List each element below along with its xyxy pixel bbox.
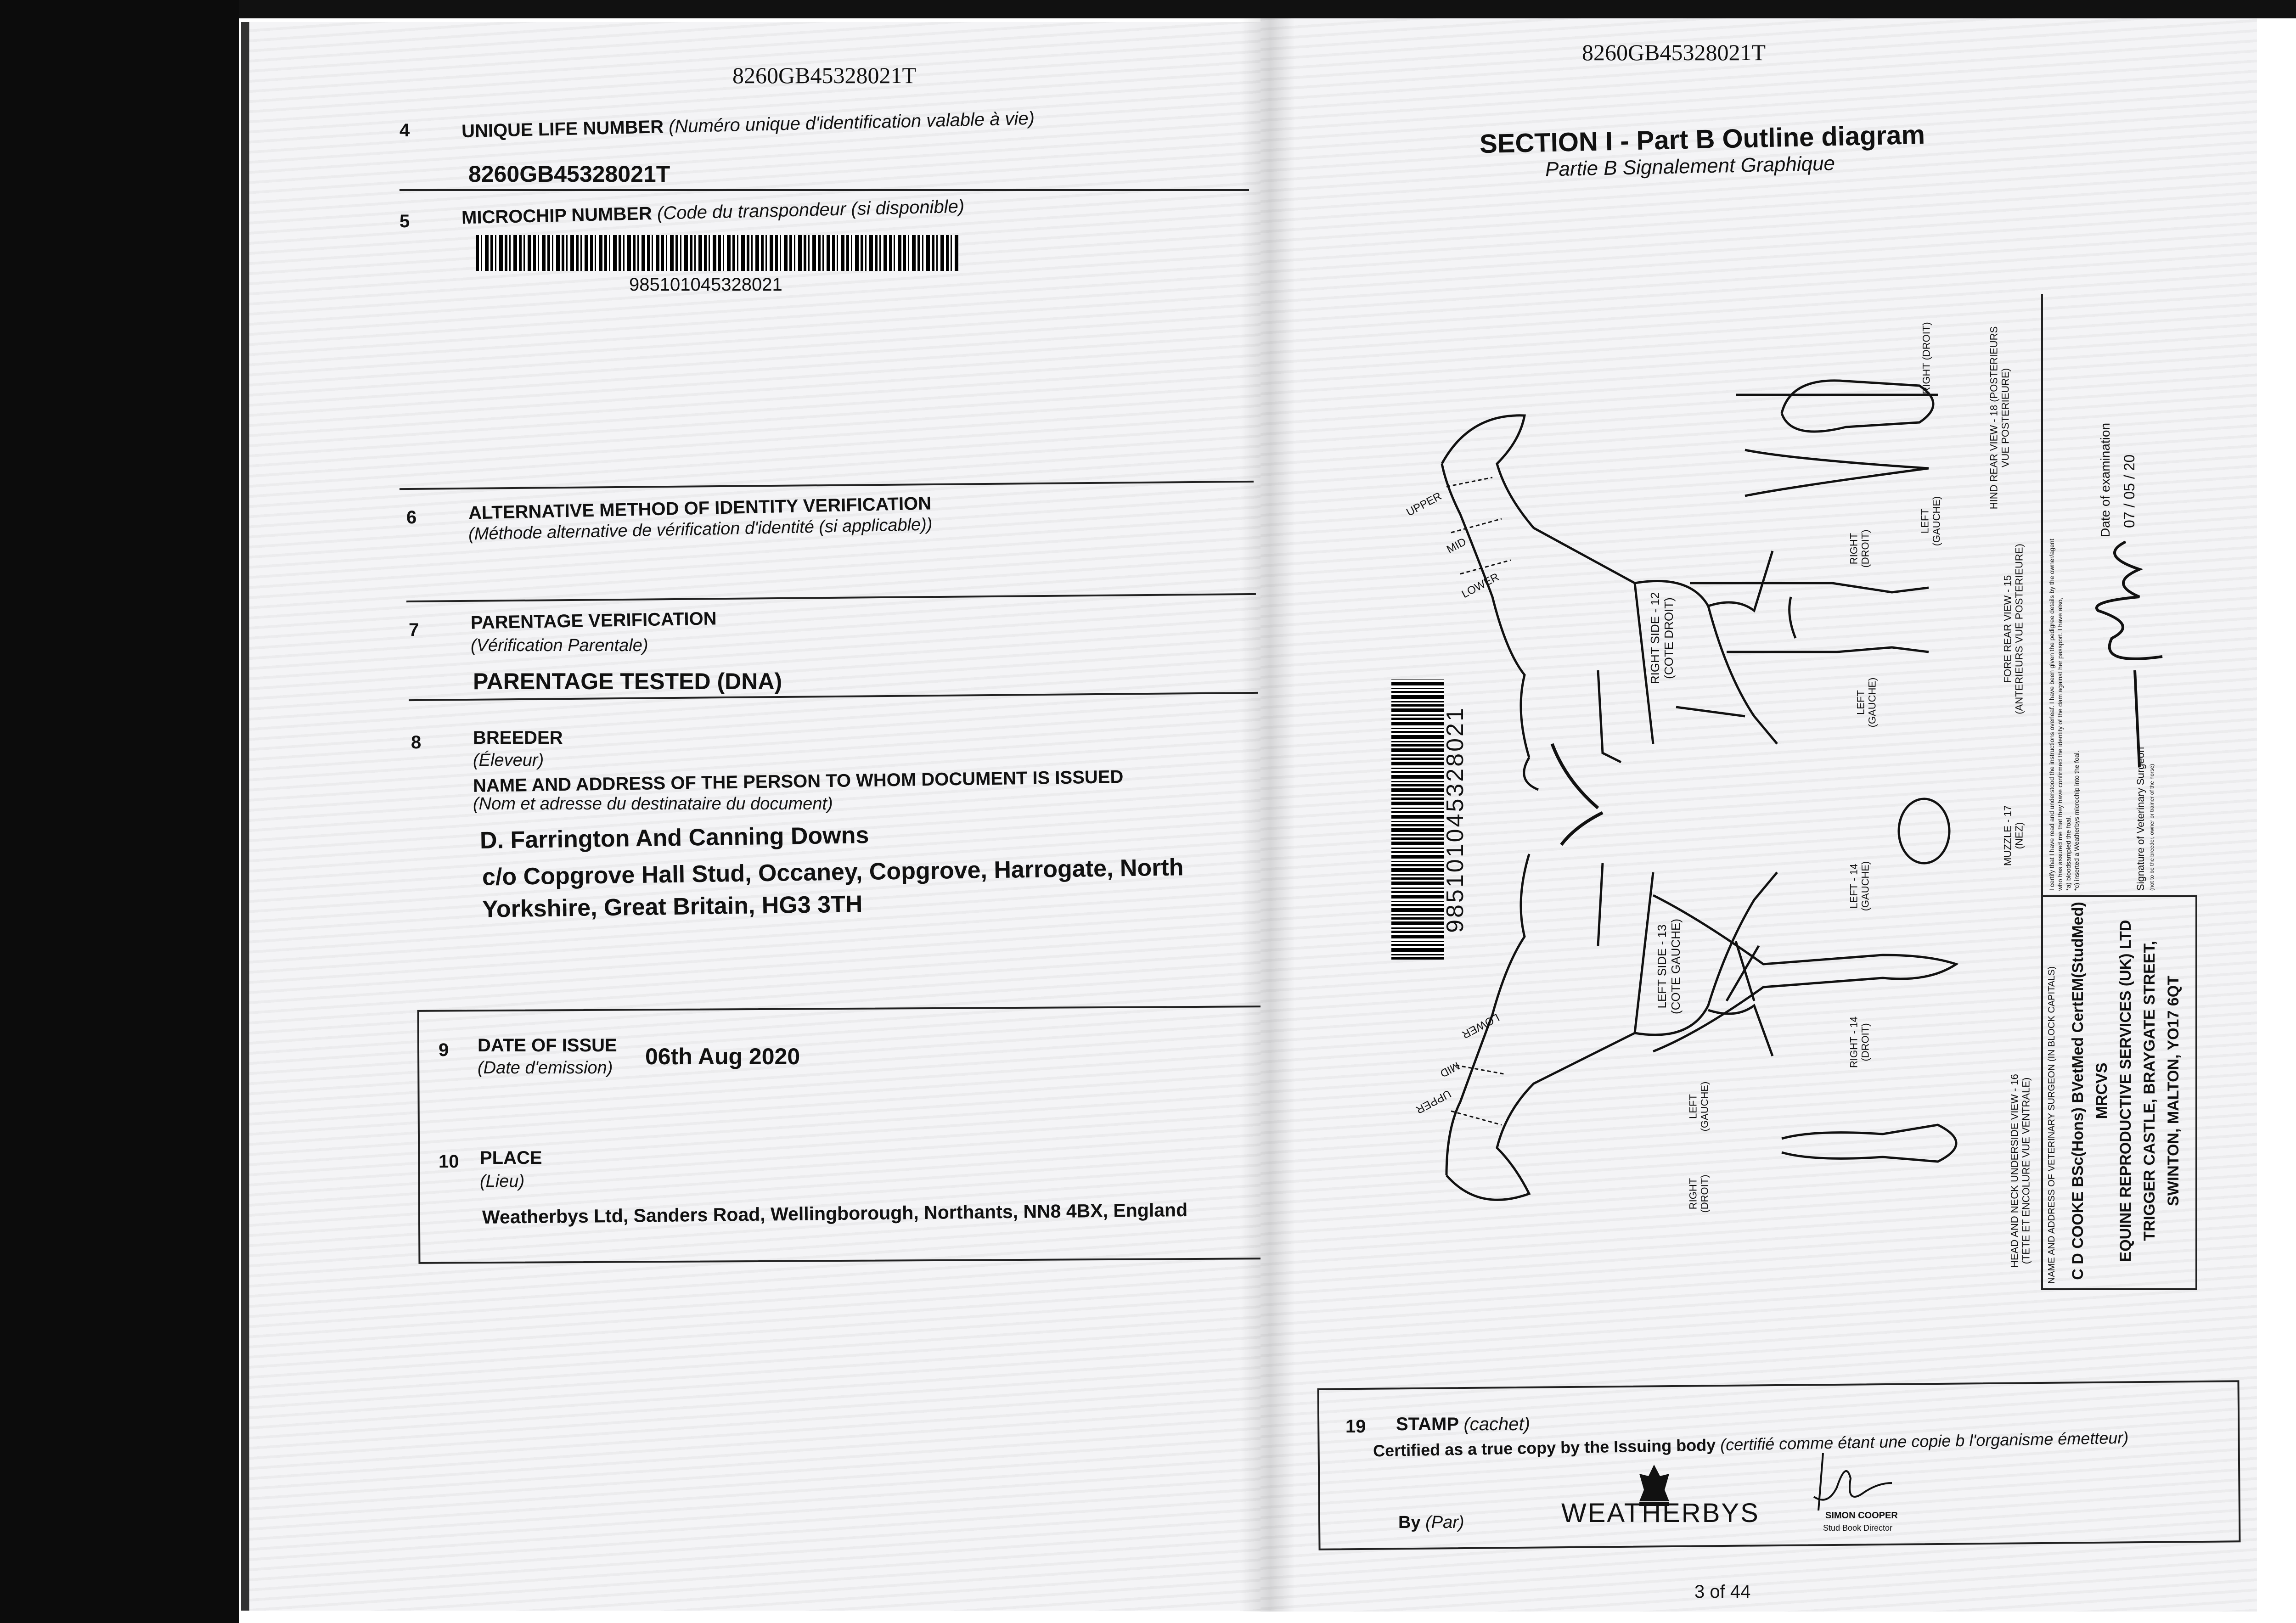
neck-divider-lines	[1446, 477, 1511, 1126]
vet-address-2: SWINTON, MALTON, YO17 6QT	[2165, 976, 2182, 1206]
diagram-label-left-side: LEFT SIDE - 13 (COTE GAUCHE)	[1655, 919, 1683, 1014]
vet-qualification: MRCVS	[2093, 1062, 2110, 1119]
microchip-barcode	[476, 235, 958, 271]
scan-background-top	[0, 0, 2296, 18]
divider	[400, 189, 1249, 191]
page-header-id: 8260GB45328021T	[732, 62, 916, 88]
parentage-verification-label: PARENTAGE VERIFICATION	[470, 608, 717, 633]
muzzle-outline	[1897, 797, 1951, 865]
top-view-outline	[1652, 894, 1959, 1053]
breeder-name: D. Farrington And Canning Downs	[479, 822, 869, 854]
diagram-label-left-14: LEFT - 14 (GAUCHE)	[1848, 861, 1871, 911]
vet-name: C D COOKE BSc(Hons) BVetMed CertEM(StudM…	[2069, 902, 2087, 1280]
parentage-verification-value: PARENTAGE TESTED (DNA)	[473, 668, 782, 694]
scan-background-left	[0, 0, 239, 1623]
diagram-label-head-left: LEFT (GAUCHE)	[1687, 1081, 1711, 1132]
page-header-id: 8260GB45328021T	[1582, 39, 1766, 65]
place-label-fr: (Lieu)	[480, 1172, 525, 1191]
weatherbys-logo-text: WEATHERBYS	[1561, 1498, 1760, 1528]
place-label: PLACE	[480, 1148, 542, 1168]
vertical-barcode-number: 985101045328021	[1442, 706, 1469, 933]
stamp-number: 19	[1345, 1416, 1366, 1437]
unique-life-number-value: 8260GB45328021T	[468, 161, 670, 187]
right-side-horse-outline	[1441, 414, 1778, 791]
vertical-microchip-barcode	[1391, 680, 1444, 960]
left-side-horse-tail	[1560, 811, 1604, 846]
vet-practice: EQUINE REPRODUCTIVE SERVICES (UK) LTD	[2117, 920, 2134, 1262]
recipient-label-fr: (Nom et adresse du destinataire du docum…	[473, 794, 833, 814]
breeder-label: BREEDER	[473, 728, 563, 748]
breeder-label-fr: (Éleveur)	[473, 751, 544, 770]
vet-certification-block: NAME AND ADDRESS OF VETERINARY SURGEON (…	[2041, 294, 2199, 1290]
signatory-name: SIMON COOPER	[1825, 1511, 1898, 1521]
cert-text-line: who has assured me that they have confir…	[2056, 597, 2064, 891]
section-number: 7	[409, 620, 419, 640]
head-underside-outline	[1781, 1123, 1958, 1163]
diagram-label-head-right: RIGHT (DROIT)	[1687, 1174, 1711, 1213]
breeder-address-line-2: Yorkshire, Great Britain, HG3 3TH	[482, 891, 863, 923]
section-number: 9	[439, 1040, 449, 1060]
diagram-label-muzzle: MUZZLE - 17 (NEZ)	[2002, 805, 2025, 866]
passport-left-page	[241, 22, 1278, 1611]
cert-text-line: I certify that I have read and understoo…	[2048, 539, 2055, 891]
diagram-label-hind-right: RIGHT (DROIT)	[1920, 322, 1932, 394]
stamp-by-label: By (Par)	[1398, 1513, 1464, 1532]
date-of-examination-value: 07 / 05 / 20	[2121, 454, 2138, 528]
vet-signature	[2095, 540, 2163, 767]
signatory-title: Stud Book Director	[1823, 1523, 1893, 1533]
diagram-label-fore-left: LEFT (GAUCHE)	[1855, 677, 1878, 728]
date-of-issue-label-fr: (Date d'emission)	[478, 1058, 613, 1078]
section-number: 10	[439, 1151, 459, 1172]
section-number: 4	[400, 120, 410, 140]
signature-note: (not to be the breeder, owner or trainer…	[2149, 764, 2155, 891]
vet-address-1: TRIGGER CASTLE, BRAYGATE STREET,	[2141, 941, 2158, 1241]
director-signature	[1813, 1453, 1892, 1511]
weatherbys-crest-logo	[1639, 1465, 1669, 1506]
horse-outline-diagram	[1441, 379, 1959, 1201]
date-of-examination-label: Date of examination	[2098, 422, 2112, 537]
diagram-label-hind-view: HIND REAR VIEW - 18 (POSTERIEURS VUE POS…	[1988, 326, 2011, 510]
diagram-label-right-14: RIGHT - 14 (DROIT)	[1848, 1016, 1871, 1068]
right-side-horse-tail	[1550, 743, 1599, 809]
date-of-issue-value: 06th Aug 2020	[645, 1044, 800, 1069]
left-side-horse-outline	[1445, 854, 1778, 1201]
diagram-label-hind-left: LEFT (GAUCHE)	[1919, 496, 1942, 546]
hind-rear-view-outline	[1736, 379, 1938, 497]
fore-rear-view-outline	[1690, 582, 1929, 653]
section-number: 5	[400, 211, 410, 231]
date-of-issue-label: DATE OF ISSUE	[478, 1035, 617, 1056]
diagram-label-fore-view: FORE REAR VIEW - 15 (ANTERIEURS VUE POST…	[2002, 544, 2025, 714]
parentage-verification-label-fr: (Vérification Parentale)	[471, 636, 648, 655]
vet-name-box: NAME AND ADDRESS OF VETERINARY SURGEON (…	[2041, 895, 2197, 1290]
vet-certification-area: I certify that I have read and understoo…	[2041, 294, 2199, 895]
diagram-label-head-view: HEAD AND NECK UNDERSIDE VIEW - 16 (TETE …	[2009, 1074, 2032, 1268]
diagram-label-right-side: RIGHT SIDE - 12 (COTE DROIT)	[1648, 592, 1676, 685]
vet-name-label: NAME AND ADDRESS OF VETERINARY SURGEON (…	[2047, 966, 2057, 1284]
microchip-number: 985101045328021	[629, 275, 782, 295]
section-number: 8	[411, 732, 422, 753]
stamp-label: STAMP (cachet)	[1396, 1414, 1530, 1434]
diagram-label-fore-right: RIGHT (DROIT)	[1848, 529, 1871, 568]
page-number: 3 of 44	[1694, 1582, 1751, 1602]
page-gutter	[1240, 18, 1295, 1612]
section-number: 6	[406, 507, 417, 528]
